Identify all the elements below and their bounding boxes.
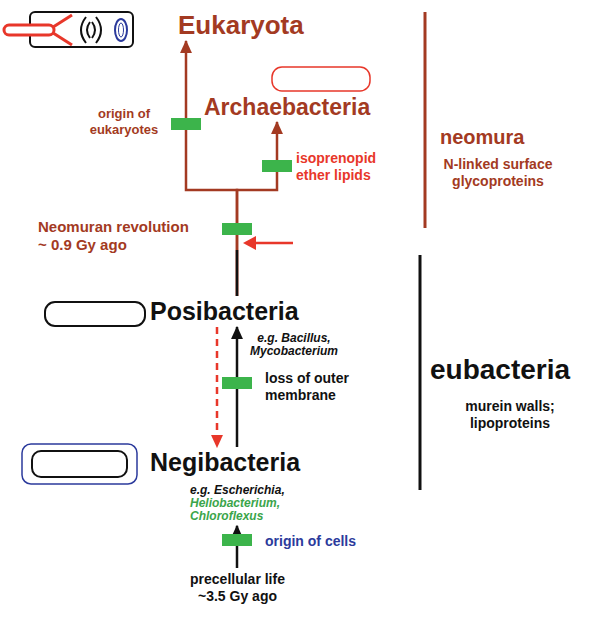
event-label: origin of eukaryotes [82, 106, 166, 137]
negibacterium-outer-membrane [22, 444, 137, 484]
group-note: murein walls; lipoproteins [455, 398, 565, 432]
node-heading: Archaebacteria [204, 96, 389, 119]
mitochondrion-symbol [119, 23, 124, 37]
node-heading: Negibacteria [150, 450, 320, 475]
taxon-name: Eukaryota [178, 12, 328, 38]
lineage-arrow [237, 122, 277, 296]
node-heading: Eukaryota [178, 12, 328, 38]
nucleus-symbol [96, 17, 101, 43]
pointer-arrowhead [243, 236, 256, 250]
posibacterium-cell-icon [45, 302, 145, 326]
lineage-arrow [186, 41, 237, 296]
taxon-name: Archaebacteria [204, 96, 389, 119]
event-label: Neomuran revolution ~ 0.9 Gy ago [38, 218, 193, 254]
nucleus-symbol [92, 22, 95, 38]
archaebacterium-cell-icon [272, 67, 370, 91]
lineage-arrow [236, 526, 239, 568]
event-label: loss of outer membrane [265, 370, 357, 404]
pointer-arrow [254, 242, 293, 245]
taxon-name: Posibacteria [150, 299, 320, 324]
group-bracket [419, 255, 422, 490]
lineage-arrow [236, 327, 239, 447]
group-note: N-linked surface glycoproteins [432, 156, 564, 190]
lineage-arrow [216, 327, 219, 447]
group-name: eubacteria [430, 356, 590, 384]
nucleus-symbol [81, 17, 86, 43]
event-label: origin of cells [265, 533, 380, 550]
group-bracket [424, 12, 427, 228]
group-name: neomura [440, 127, 560, 147]
event-label: isoprenopid ether lipids [296, 150, 392, 184]
flagellum-symbol [4, 25, 54, 35]
node-note: Heliobacterium, Chloroflexus [150, 497, 305, 523]
taxon-name: Negibacteria e.g. Escherichia,Heliobacter… [150, 450, 320, 523]
mitochondrion-symbol [115, 19, 127, 41]
node-note: e.g. Escherichia, [150, 484, 305, 497]
nucleus-symbol [87, 22, 90, 38]
example-note: e.g. Bacillus, Mycobacterium [244, 332, 344, 358]
node-heading: precellular life ~3.5 Gy ago [180, 571, 295, 605]
node-heading: Posibacteria [150, 299, 320, 324]
negibacterium-cell-icon [32, 451, 127, 477]
origin-point: precellular life ~3.5 Gy ago [180, 571, 295, 605]
